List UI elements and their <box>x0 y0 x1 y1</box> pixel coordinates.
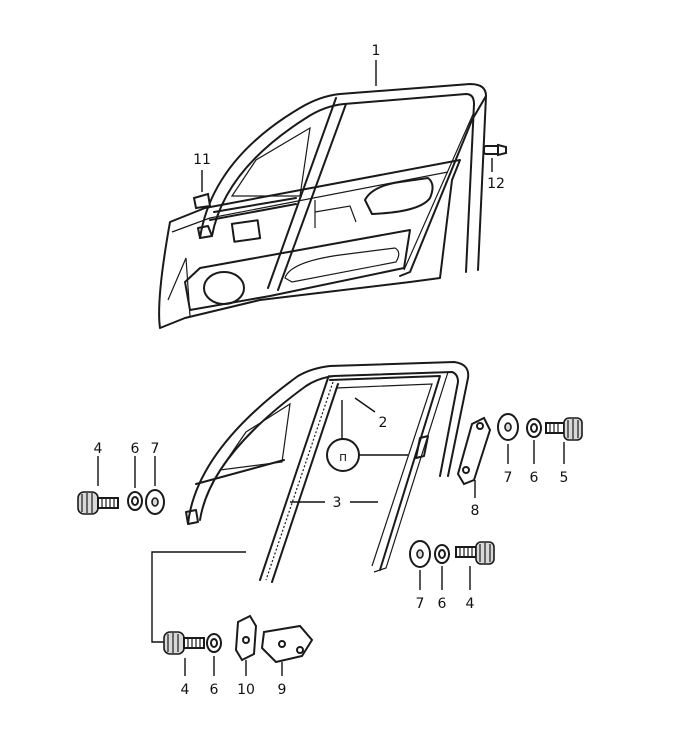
washer-6-left <box>127 456 143 511</box>
washer-6-right <box>526 418 542 464</box>
callout-4-left: 4 <box>94 441 103 457</box>
bolt-4-bottom <box>163 631 205 676</box>
callout-12: 12 <box>487 176 505 192</box>
callout-6-bottom: 6 <box>210 682 219 698</box>
washer-7-middle <box>409 540 431 590</box>
callout-6-right: 6 <box>530 470 539 486</box>
clip-11 <box>192 170 212 210</box>
callout-6-left: 6 <box>131 441 140 457</box>
callout-10: 10 <box>237 682 255 698</box>
leader-bracket <box>151 551 246 643</box>
callout-7-middle: 7 <box>416 596 425 612</box>
bracket-8 <box>456 416 492 498</box>
leader-2 <box>354 397 376 413</box>
washer-6-bottom <box>206 633 222 676</box>
callout-9: 9 <box>278 682 287 698</box>
callout-1: 1 <box>372 43 381 59</box>
bracket-9 <box>260 624 314 676</box>
washer-7-right <box>497 413 519 464</box>
bolt-5 <box>545 417 583 464</box>
pin-12 <box>483 143 507 172</box>
callout-3: 3 <box>333 495 342 511</box>
callout-4-bottom: 4 <box>181 682 190 698</box>
callout-2: 2 <box>379 415 388 431</box>
washer-6-middle <box>434 544 450 590</box>
callout-7-right: 7 <box>504 470 513 486</box>
detail-marker-label: п <box>339 450 347 464</box>
bolt-4-middle <box>455 541 495 590</box>
window-frame-lower <box>185 361 470 583</box>
callout-6-middle: 6 <box>438 596 447 612</box>
callout-8: 8 <box>471 503 480 519</box>
callout-11: 11 <box>193 152 211 168</box>
detail-marker <box>326 400 408 472</box>
door-panel <box>158 159 461 329</box>
clip-10 <box>234 614 258 676</box>
callout-5: 5 <box>560 470 569 486</box>
callout-4-middle: 4 <box>466 596 475 612</box>
window-frame-1 <box>197 83 487 291</box>
bolt-4-left <box>77 456 119 515</box>
washer-7-left <box>145 456 165 515</box>
callout-7-left: 7 <box>151 441 160 457</box>
